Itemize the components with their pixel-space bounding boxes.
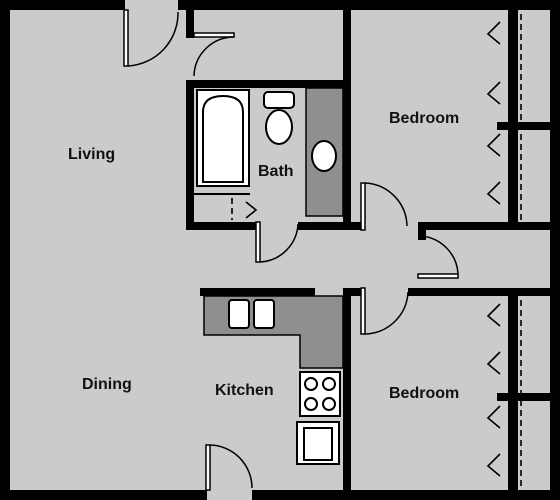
room-label-bath: Bath [258, 163, 294, 180]
closet-bottom [486, 300, 522, 486]
bath-door[interactable] [255, 221, 299, 263]
room-label-kitchen: Kitchen [215, 382, 274, 399]
kitchen-counter [203, 295, 344, 369]
entry-door[interactable] [123, 9, 179, 67]
bedroom-bottom-door[interactable] [360, 287, 409, 335]
stove [299, 371, 341, 417]
bath-vanity [305, 87, 344, 217]
interior-walls [186, 10, 550, 490]
room-label-bedroom-bottom: Bedroom [389, 385, 459, 402]
closet-nook-door[interactable] [193, 32, 235, 77]
hall-closet-door[interactable] [417, 235, 459, 279]
back-door[interactable] [205, 444, 253, 491]
room-label-living: Living [68, 146, 115, 163]
bedroom-top-door[interactable] [360, 182, 408, 231]
closet-top [486, 14, 522, 220]
refrigerator [296, 421, 340, 465]
toilet [263, 91, 295, 145]
room-label-dining: Dining [82, 376, 132, 393]
room-label-bedroom-top: Bedroom [389, 110, 459, 127]
bathtub [196, 89, 250, 187]
linen-closet [194, 193, 258, 220]
